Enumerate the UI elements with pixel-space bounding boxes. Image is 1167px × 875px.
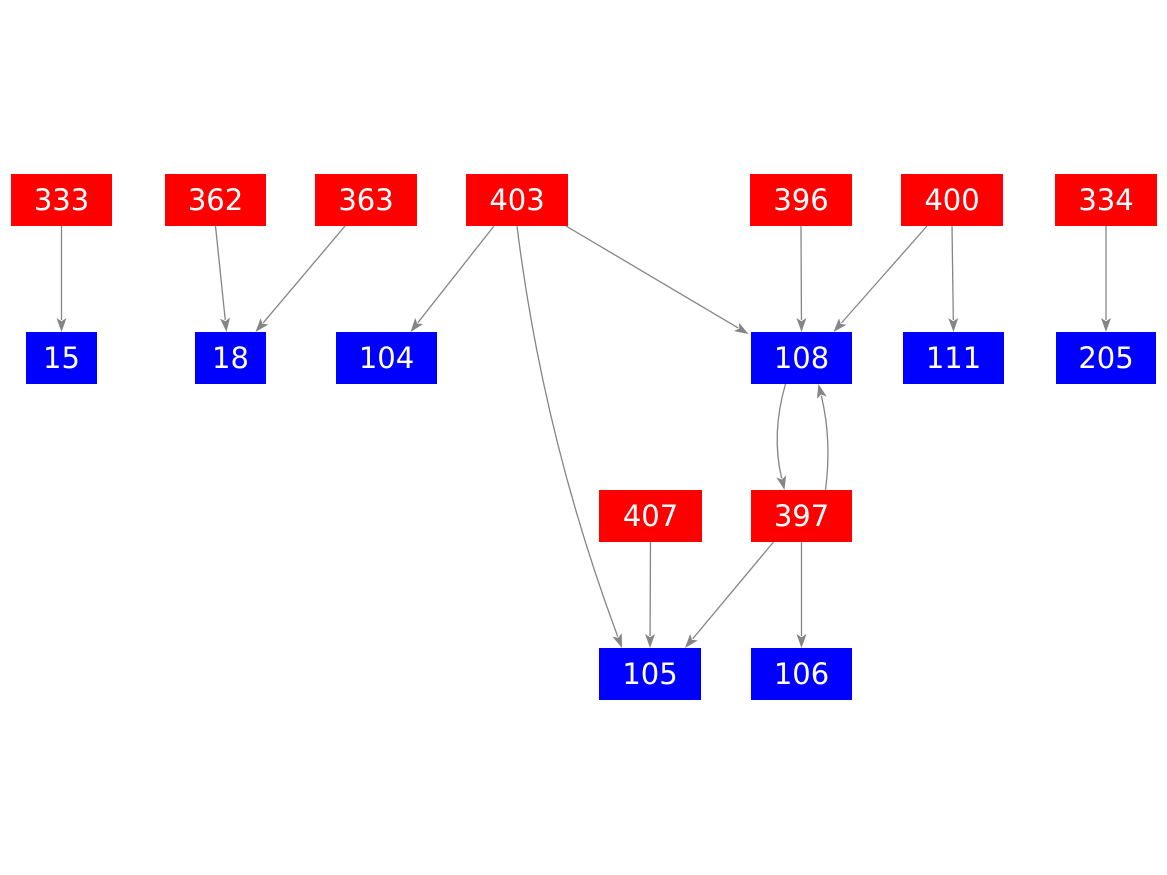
- node-362: 362: [165, 174, 266, 226]
- node-205: 205: [1056, 332, 1156, 384]
- node-407: 407: [599, 490, 702, 542]
- node-106: 106: [751, 648, 852, 700]
- edge-397-108: [816, 383, 829, 491]
- node-label: 205: [1078, 340, 1134, 375]
- node-111: 111: [903, 332, 1004, 384]
- edge-397-105: [685, 541, 774, 648]
- node-label: 104: [358, 340, 415, 375]
- edge-108-397: [776, 383, 787, 491]
- node-label: 105: [622, 656, 678, 691]
- node-397: 397: [751, 490, 852, 542]
- node-18: 18: [195, 332, 266, 384]
- node-label: 108: [773, 340, 830, 375]
- node-396: 396: [750, 174, 852, 226]
- edge-400-111: [948, 225, 959, 332]
- node-label: 363: [338, 182, 394, 217]
- edge-363-18: [255, 225, 346, 332]
- node-108: 108: [751, 332, 852, 384]
- node-label: 396: [773, 182, 829, 217]
- node-333: 333: [11, 174, 112, 226]
- node-label: 407: [622, 498, 679, 533]
- node-15: 15: [26, 332, 97, 384]
- edge-362-18: [214, 225, 231, 332]
- edge-400-108: [833, 225, 928, 333]
- edge-403-104: [410, 225, 495, 332]
- node-334: 334: [1055, 174, 1157, 226]
- node-label: 362: [187, 182, 244, 217]
- node-label: 397: [773, 498, 830, 533]
- node-label: 403: [489, 182, 545, 217]
- node-105: 105: [599, 648, 701, 700]
- node-104: 104: [336, 332, 437, 384]
- node-403: 403: [466, 174, 568, 226]
- node-label: 400: [924, 182, 980, 217]
- node-label: 334: [1078, 182, 1134, 217]
- node-label: 15: [43, 340, 80, 375]
- edge-403-108: [565, 225, 749, 335]
- edge-403-105: [516, 225, 622, 649]
- node-400: 400: [901, 174, 1003, 226]
- node-label: 18: [212, 340, 249, 375]
- node-363: 363: [315, 174, 417, 226]
- node-label: 106: [773, 656, 830, 691]
- node-label: 111: [925, 340, 982, 375]
- node-label: 333: [33, 182, 90, 217]
